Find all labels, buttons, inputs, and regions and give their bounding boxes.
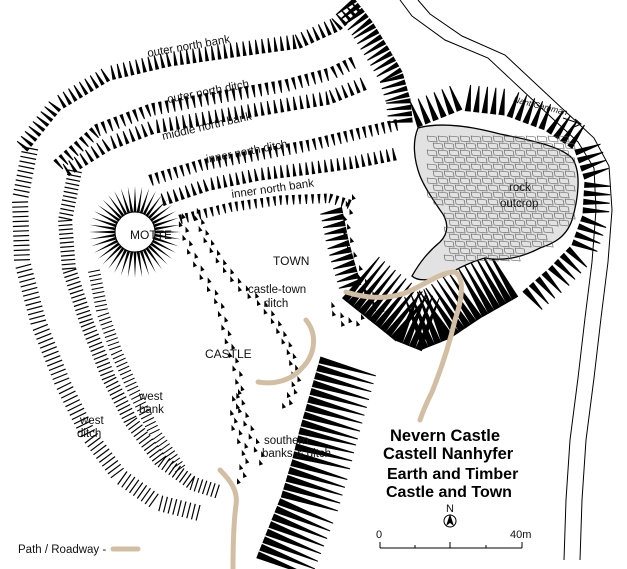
inner-bank-town-hachures [178,193,352,224]
label-inner-north-ditch: inner north ditch [205,138,288,166]
label-castle-town-ditch-2: ditch [264,298,288,310]
label-west-bank-2: bank [139,404,164,416]
north-label: N [446,503,454,515]
west-outer-hachures [12,146,201,521]
scale-bar [379,542,523,549]
north-arrow-icon: N [443,503,457,528]
earthwork-hachures [12,0,611,569]
castle-inner-ditch-dots [178,213,266,466]
label-rock: rock [509,182,531,194]
label-middle-north-bank: middle north bank [161,111,253,143]
label-town: TOWN [273,254,309,268]
town-south-dots [331,301,385,327]
south-scarp-hachures [256,356,376,569]
middle-north-bank-hachures [62,77,367,177]
town-east-ditch-dots [343,194,377,307]
label-southern-1: southern [264,435,309,447]
southern-ditch-dots [230,388,250,485]
rock-outcrop [411,124,579,281]
outcrop-slope-hachures [409,84,611,310]
title-line-2: Castell Nanhyfer [383,445,514,463]
title-line-4: Castle and Town [386,484,512,501]
label-castle-town-ditch-1: castle-town [248,284,306,296]
west-inner-hachures [58,169,220,499]
label-west-bank-1: west [138,391,163,403]
legend: Path / Roadway - [18,544,141,556]
inner-north-bank-hachures [160,148,397,207]
outer-north-ditch-hachures [53,56,356,170]
stream-nant-gamman [399,0,613,561]
inner-north-ditch-hachures [148,119,398,186]
label-west-ditch-2: ditch [77,428,101,440]
outer-north-bank-hachures [16,1,362,152]
label-southern-2: banks & ditch [262,448,331,460]
ne-slope-hachures [335,0,413,123]
title-line-3: Earth and Timber [387,466,518,483]
title-line-1: Nevern Castle [390,427,500,445]
motte-mound [89,186,181,278]
label-outcrop: outcrop [500,198,538,210]
legend-path-label: Path / Roadway - [18,544,106,556]
west-bank-hachures [88,269,186,473]
label-castle: CASTLE [205,347,252,361]
map-title-block: Nevern Castle Castell Nanhyfer Earth and… [383,427,518,501]
scale-start-label: 0 [376,529,382,541]
town-east-hachures [320,206,362,289]
path-roadway [217,269,464,569]
scale-end-label: 40m [510,529,531,541]
label-west-ditch-1: west [79,415,104,427]
label-motte: MOTTE [130,228,172,242]
